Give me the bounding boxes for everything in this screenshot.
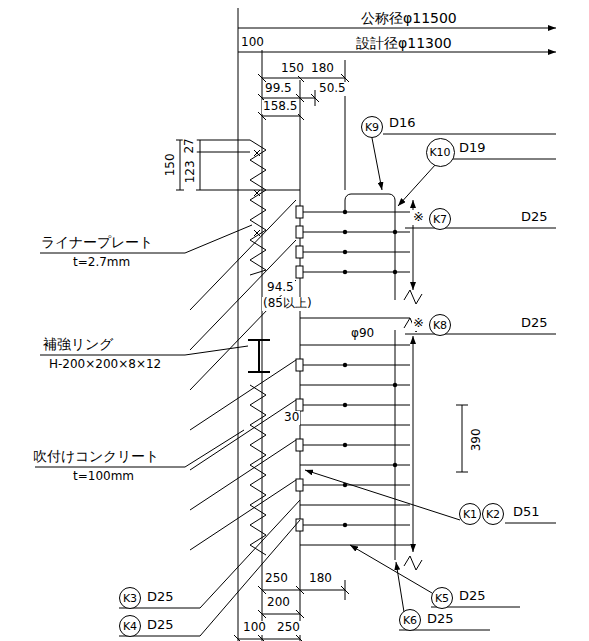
callout-number: K5 — [435, 593, 449, 604]
drawing-label: D25 — [146, 618, 175, 633]
drawing-label: D25 — [426, 612, 455, 627]
drawing-label: 180 — [310, 62, 335, 76]
callout-circle: K5 — [431, 587, 453, 609]
callout-circle: K8 — [429, 314, 451, 336]
drawing-label: D16 — [388, 116, 417, 131]
callout-number: K10 — [429, 147, 450, 158]
drawing-label: φ90 — [350, 327, 375, 341]
callout-number: K3 — [123, 593, 137, 604]
drawing-label: D25 — [458, 589, 487, 604]
callout-number: K9 — [365, 122, 379, 133]
callout-number: K6 — [403, 615, 417, 626]
callout-circle: K6 — [399, 609, 421, 631]
drawing-label: t=2.7mm — [72, 256, 131, 270]
drawing-label: 250 — [276, 621, 301, 635]
drawing-label: D25 — [520, 316, 549, 331]
drawing-label: D19 — [458, 141, 487, 156]
drawing-label: D25 — [520, 210, 549, 225]
drawing-label: 27 — [183, 137, 197, 154]
drawing-label: t=100mm — [72, 470, 135, 484]
drawing-label: 94.5 — [266, 281, 295, 295]
drawing-label: ※ — [412, 210, 425, 225]
drawing-label: 30 — [283, 411, 300, 425]
callout-number: K8 — [433, 320, 447, 331]
drawing-label: H-200×200×8×12 — [48, 358, 162, 372]
callout-number: K7 — [433, 214, 447, 225]
callout-number: K2 — [486, 509, 500, 520]
drawing-label: 150 — [280, 62, 305, 76]
drawing-label: 158.5 — [262, 100, 298, 114]
drawing-label: 180 — [308, 572, 333, 586]
drawing-label: 390 — [469, 428, 483, 453]
drawing-label: 100 — [240, 36, 265, 50]
drawing-label: 設計径φ11300 — [355, 35, 453, 51]
drawing-label: 99.5 — [264, 82, 293, 96]
callout-circle: K7 — [429, 208, 451, 230]
drawing-label: 150 — [163, 153, 177, 178]
drawing-label: 吹付けコンクリート — [32, 448, 160, 464]
callout-circle: K4 — [119, 615, 141, 637]
drawing-label: D51 — [512, 505, 541, 520]
drawing-label: ※ — [412, 316, 425, 331]
callout-circle: K10 — [426, 138, 455, 167]
drawing-label: (85以上) — [262, 297, 313, 311]
drawing-label: D25 — [146, 590, 175, 605]
callout-circle: K9 — [361, 116, 383, 138]
callout-circle: K1 — [459, 503, 481, 525]
callout-number: K1 — [463, 509, 477, 520]
drawing-label: 補強リング — [42, 336, 114, 352]
drawing-label: 200 — [266, 596, 291, 610]
callout-circle: K3 — [119, 587, 141, 609]
drawing-label: 250 — [264, 572, 289, 586]
drawing-label: 123 — [183, 160, 197, 185]
callout-number: K4 — [123, 621, 137, 632]
drawing-label: 50.5 — [318, 82, 347, 96]
drawing-label: 100 — [242, 621, 267, 635]
drawing-label: ライナープレート — [40, 234, 154, 250]
drawing-label: 公称径φ11500 — [360, 10, 458, 26]
callout-circle: K2 — [482, 503, 504, 525]
